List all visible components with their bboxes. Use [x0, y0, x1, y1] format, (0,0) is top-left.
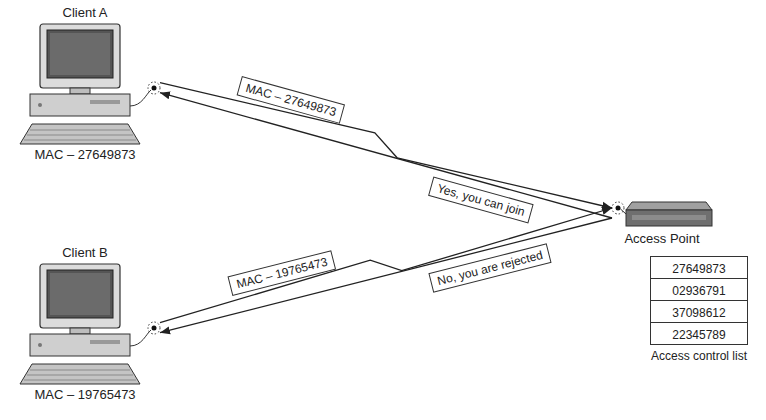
list-cell: 37098612 — [650, 300, 748, 323]
message-label: MAC – 27649873 — [237, 76, 346, 124]
node-label: Access Point — [624, 230, 699, 248]
message-label: No, you are rejected — [428, 243, 551, 292]
computer-illustration — [20, 264, 160, 384]
client-computer: Client A MAC – 27649873 — [10, 4, 160, 164]
list-cell: 02936791 — [650, 278, 748, 301]
node-label: MAC – 19765473 — [34, 386, 135, 404]
message-label: MAC – 19765473 — [228, 250, 337, 296]
client-computer: Client B MAC – 19765473 — [10, 244, 160, 404]
node-label: Client A — [63, 4, 108, 22]
connector — [160, 208, 612, 323]
access-point-illustration — [612, 202, 712, 226]
connector — [160, 83, 612, 208]
node-label: MAC – 27649873 — [34, 146, 135, 164]
table-cell-text: 37098612 — [672, 306, 725, 321]
access-control-list: Access control list 27649873 02936791 37098… — [650, 256, 748, 364]
list-cell: 22345789 — [650, 322, 748, 345]
table-cell-text: 02936791 — [672, 284, 725, 299]
node-label: Access control list — [651, 349, 747, 364]
table-cell-text: 22345789 — [672, 328, 725, 343]
illustration-space — [612, 196, 712, 230]
connector — [160, 93, 612, 218]
computer-illustration — [20, 24, 160, 144]
access-point: Access Point — [612, 196, 712, 248]
message-label: Yes, you can join — [428, 177, 534, 224]
illustration-space — [10, 262, 160, 386]
list-cell: 27649873 — [650, 256, 748, 279]
connector — [160, 218, 612, 333]
illustration-space — [10, 22, 160, 146]
node-label: Client B — [62, 244, 108, 262]
table-cell-text: 27649873 — [672, 262, 725, 277]
